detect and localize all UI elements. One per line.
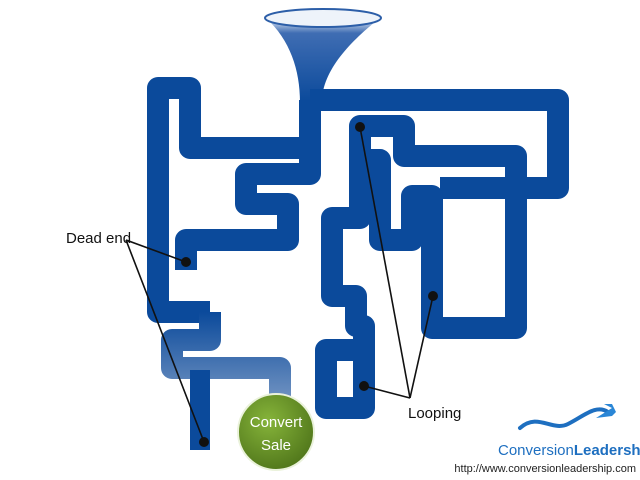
funnel	[264, 8, 382, 102]
looping-leader-1	[359, 126, 411, 399]
funnel-body	[266, 18, 380, 102]
pipe-fade-section	[161, 312, 291, 410]
pipe-center-column	[315, 148, 375, 419]
funnel-rim	[264, 8, 382, 28]
marker-loop-2	[428, 291, 438, 301]
pipe-maze	[147, 77, 569, 419]
markers	[181, 122, 438, 447]
pipe-faded	[161, 312, 291, 450]
convert-sale-badge: Convert Sale	[237, 393, 315, 471]
looping-label: Looping	[408, 405, 461, 422]
marker-dead-end-1	[181, 257, 191, 267]
convert-sale-line2: Sale	[261, 437, 291, 454]
marker-loop-3	[359, 381, 369, 391]
dead-end-leader-2	[125, 239, 205, 443]
pipe-top-right-loop	[310, 89, 569, 199]
dead-end-label: Dead end	[66, 230, 131, 247]
pipe-middle-s	[175, 148, 321, 270]
logo-arrow-icon	[596, 404, 616, 418]
dead-end-leader-1	[125, 239, 187, 263]
svg-text:ConversionLeadership®: ConversionLeadership®	[498, 441, 640, 459]
logo-url: http://www.conversionleadership.com	[454, 463, 636, 475]
logo-wave-icon	[518, 407, 610, 430]
pipe-upper-loop	[349, 115, 527, 339]
marker-loop-1	[355, 122, 365, 132]
logo-name-light: Conversion	[498, 442, 574, 459]
marker-dead-end-2	[199, 437, 209, 447]
convert-sale-line1: Convert	[250, 414, 303, 431]
logo-name-bold: Leadership	[574, 442, 640, 459]
conversion-leadership-logo: ConversionLeadership® http://www.convers…	[454, 404, 640, 475]
looping-leader-2	[409, 295, 434, 399]
callouts	[125, 126, 434, 443]
looping-leader-3	[363, 385, 411, 399]
